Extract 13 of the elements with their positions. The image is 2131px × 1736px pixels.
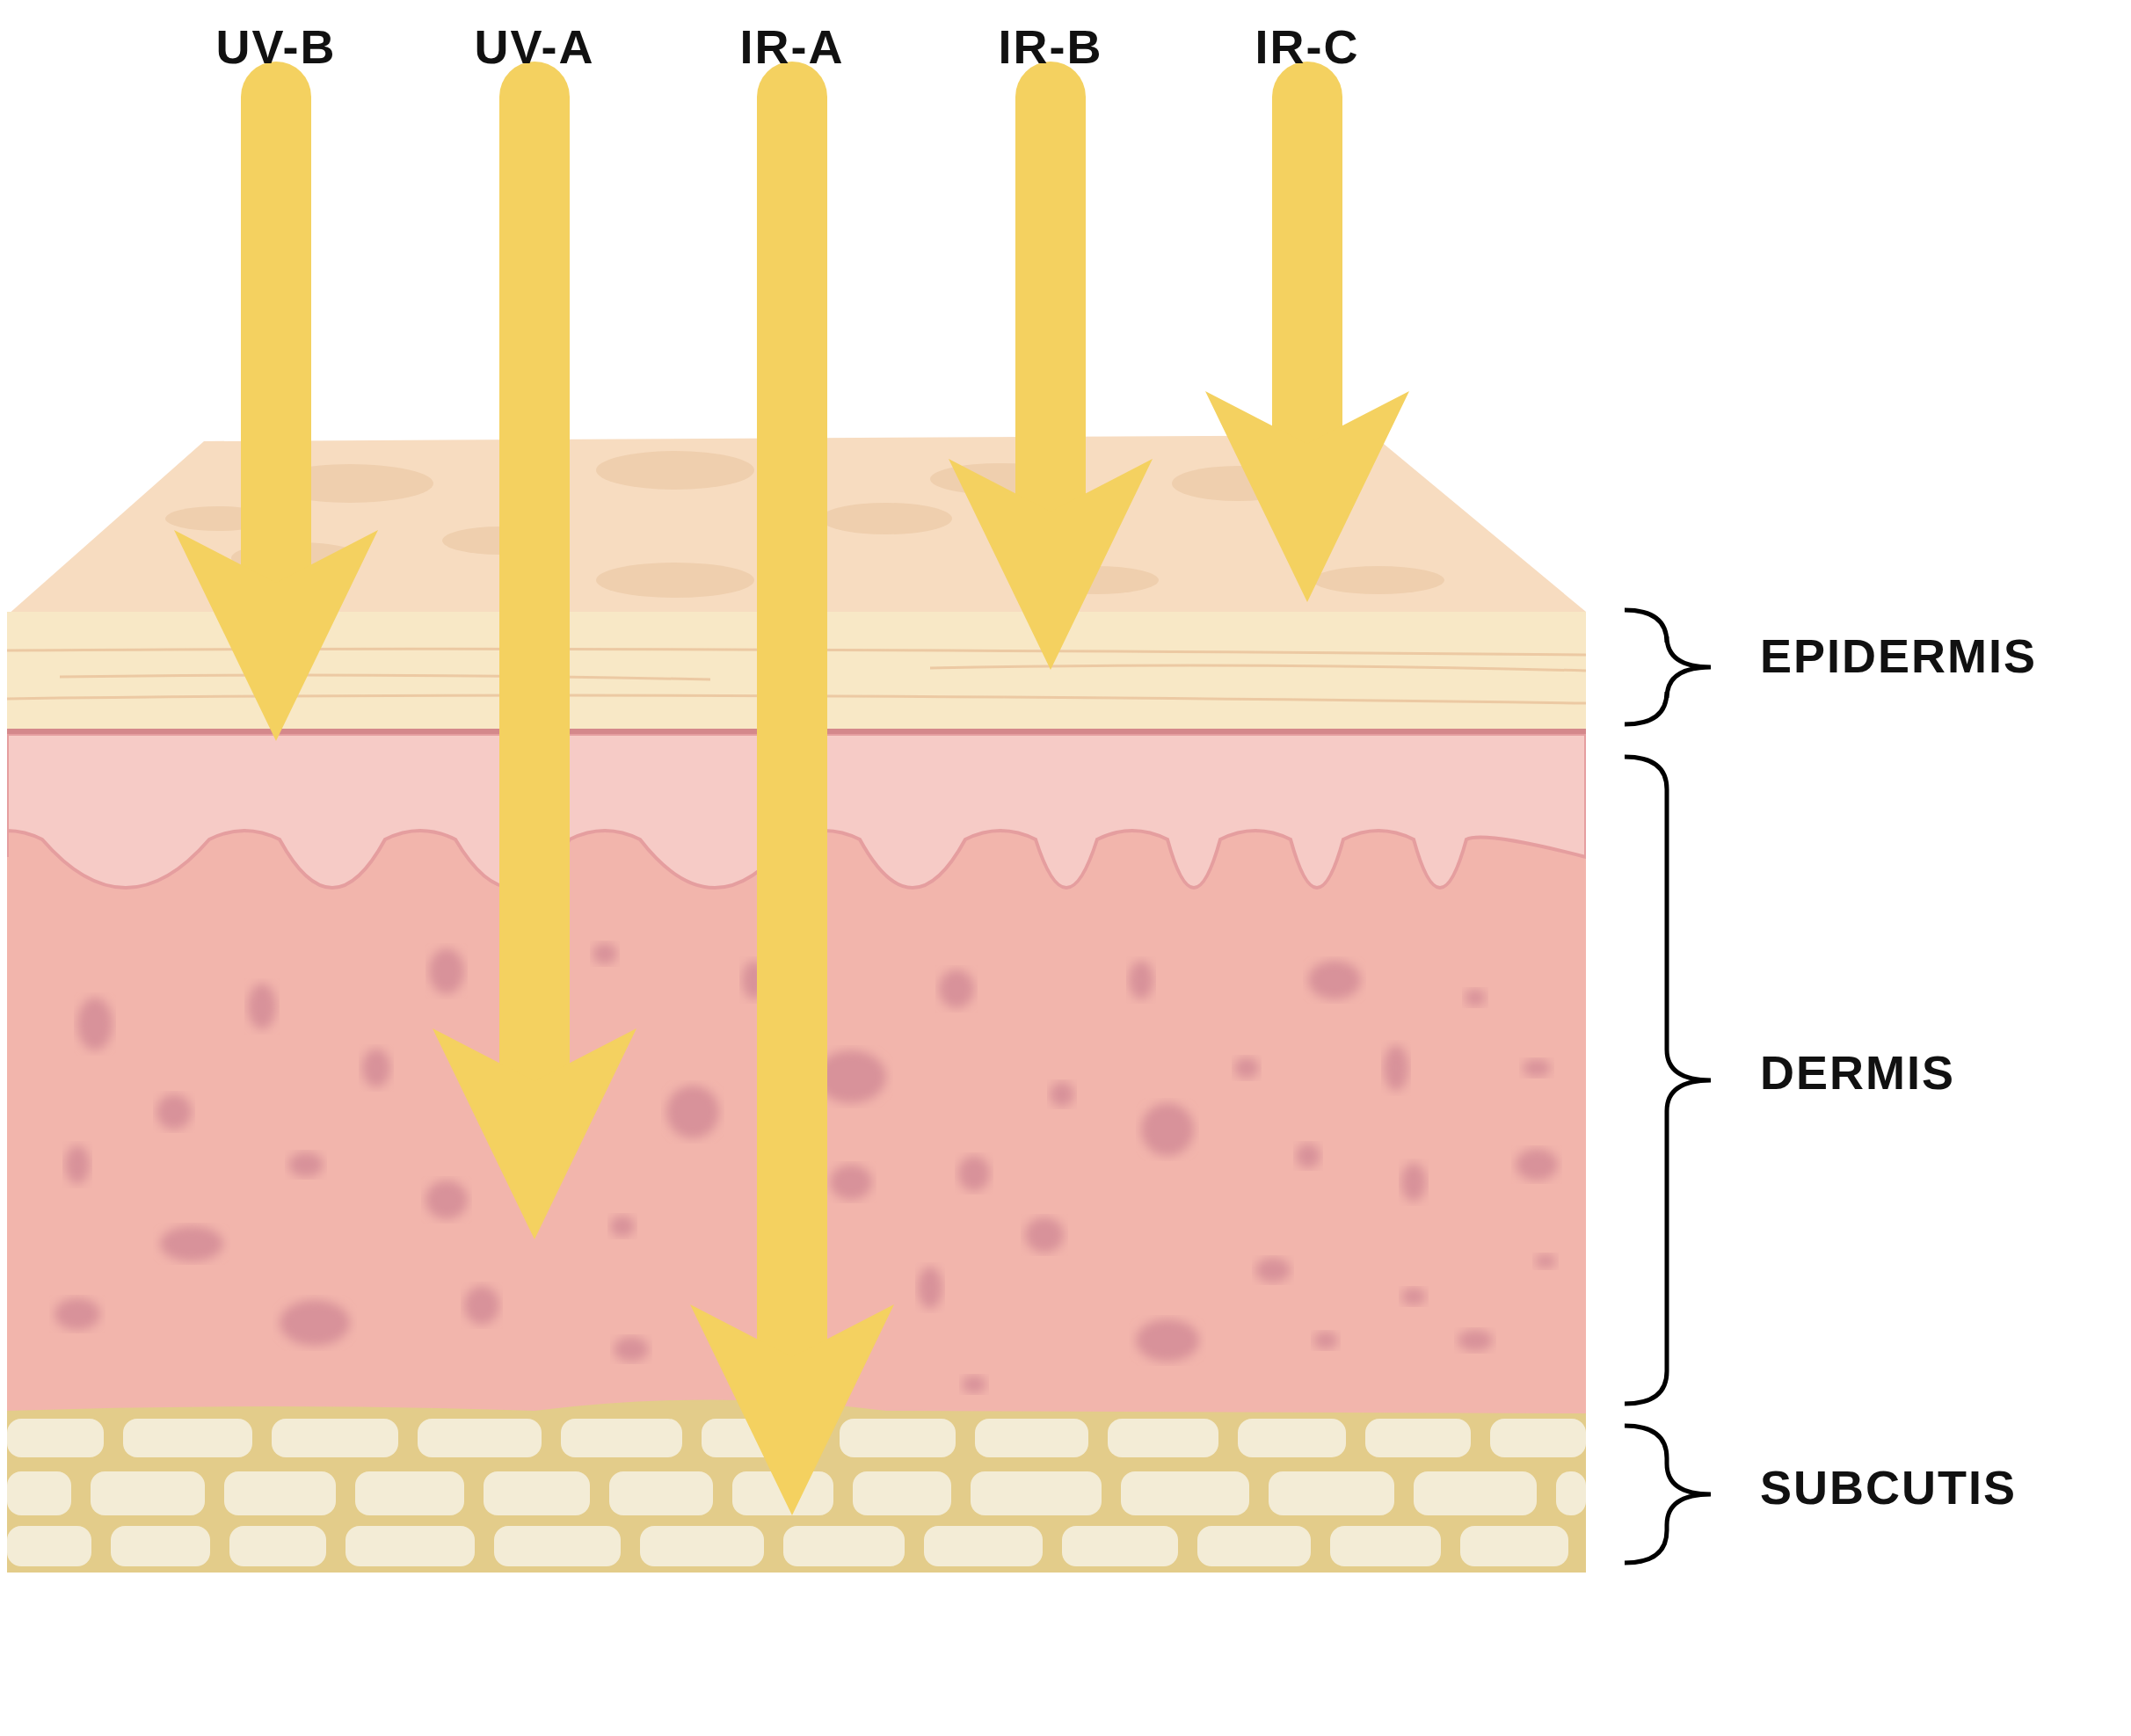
- wavelength-label: UV-A: [429, 19, 640, 74]
- wavelength-label: UV-B: [171, 19, 382, 74]
- wavelength-label: IR-B: [945, 19, 1156, 74]
- layer-label: SUBCUTIS: [1760, 1460, 2017, 1514]
- arrow: [433, 62, 636, 1239]
- arrow: [690, 62, 894, 1515]
- wavelength-label: IR-C: [1202, 19, 1413, 74]
- wavelength-label: IR-A: [687, 19, 898, 74]
- arrow: [1205, 62, 1409, 602]
- arrow: [174, 62, 378, 741]
- layer-label: DERMIS: [1760, 1045, 1955, 1100]
- arrow: [949, 62, 1153, 670]
- layer-label: EPIDERMIS: [1760, 628, 2038, 683]
